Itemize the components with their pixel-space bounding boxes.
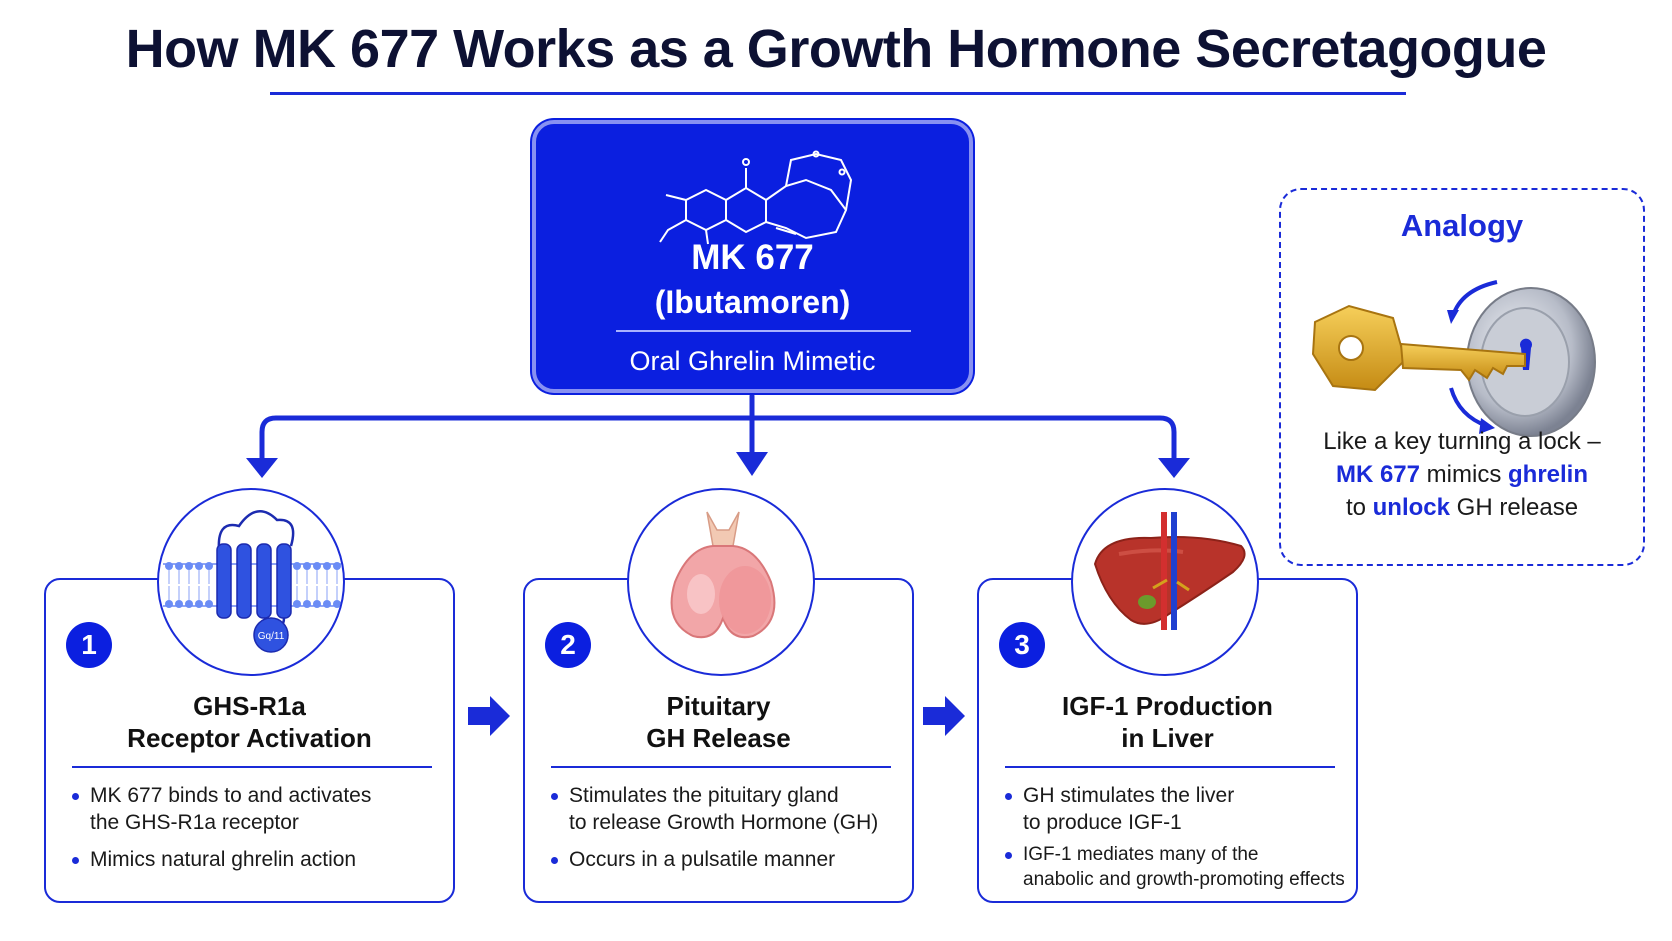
arrowhead-left xyxy=(246,458,278,478)
analogy-ghrelin-highlight: ghrelin xyxy=(1508,461,1589,488)
arrowhead-center xyxy=(736,452,768,476)
step-3-title-line2: in Liver xyxy=(1121,723,1214,753)
key-lock-icon xyxy=(1311,280,1596,437)
step-3-number-badge: 3 xyxy=(999,622,1045,668)
liver-icon xyxy=(1093,512,1246,630)
step-1-bullet-1-line2: the GHS-R1a receptor xyxy=(90,811,299,834)
step-3-card: 3 IGF-1 Production in Liver GH stimulate… xyxy=(977,578,1358,903)
step-1-illustration: Gq/11 xyxy=(157,488,345,676)
step-3-title-line1: IGF-1 Production xyxy=(1062,691,1273,721)
step-3-bullet-1-line2: to produce IGF-1 xyxy=(1023,811,1182,834)
step-1-bullet-1: MK 677 binds to and activates the GHS-R1… xyxy=(70,782,371,836)
analogy-box: Analogy Like a key turning a lock – MK 6… xyxy=(1279,188,1645,566)
step-1-card: 1 GHS-R1a Receptor Activation MK 677 bin… xyxy=(44,578,455,903)
step-3-bullet-2-line1: IGF-1 mediates many of the xyxy=(1023,844,1259,865)
analogy-line-2: MK 677 mimics ghrelin xyxy=(1281,461,1643,489)
compound-box: MK 677 (Ibutamoren) Oral Ghrelin Mimetic xyxy=(532,120,973,393)
arrowhead-right xyxy=(1158,458,1190,478)
analogy-mk677-highlight: MK 677 xyxy=(1335,461,1421,488)
title-underline xyxy=(270,92,1406,95)
step-2-title-line2: GH Release xyxy=(646,723,791,753)
analogy-mimics-text: mimics xyxy=(1420,461,1508,488)
step-3-illustration xyxy=(1071,488,1259,676)
step-2-bullet-2: Occurs in a pulsatile manner xyxy=(549,846,835,873)
step-2-bullet-1-line1: Stimulates the pituitary gland xyxy=(569,784,839,807)
step-1-bullet-2-line1: Mimics natural ghrelin action xyxy=(90,848,357,871)
molecule-structure-icon xyxy=(659,150,853,245)
step-1-divider xyxy=(72,766,432,768)
step-3-bullet-2: IGF-1 mediates many of the anabolic and … xyxy=(1003,842,1345,892)
analogy-to-text: to xyxy=(1345,494,1373,521)
analogy-line-3: to unlock GH release xyxy=(1281,494,1643,522)
step-1-bullet-1-line1: MK 677 binds to and activates xyxy=(90,784,372,807)
gq11-label: Gq/11 xyxy=(258,631,285,642)
step-3-bullet-1-line1: GH stimulates the liver xyxy=(1023,784,1235,807)
flow-arrow-1-2 xyxy=(468,696,510,736)
compound-subtitle: Oral Ghrelin Mimetic xyxy=(629,346,876,376)
compound-divider xyxy=(616,330,911,332)
step-2-title: Pituitary GH Release xyxy=(525,690,912,754)
step-3-divider xyxy=(1005,766,1335,768)
analogy-unlock-highlight: unlock xyxy=(1372,494,1450,521)
analogy-gh-release-text: GH release xyxy=(1449,494,1579,521)
step-2-illustration xyxy=(627,488,815,676)
step-2-bullet-2-line1: Occurs in a pulsatile manner xyxy=(569,848,836,871)
step-3-title: IGF-1 Production in Liver xyxy=(979,690,1356,754)
step-1-number-badge: 1 xyxy=(66,622,112,668)
analogy-line-1: Like a key turning a lock – xyxy=(1323,428,1601,455)
step-2-bullet-1: Stimulates the pituitary gland to releas… xyxy=(549,782,878,836)
step-1-bullet-2: Mimics natural ghrelin action xyxy=(70,846,356,873)
connector-horizontal xyxy=(259,415,1177,461)
analogy-heading: Analogy xyxy=(1400,208,1524,243)
step-1-title: GHS-R1a Receptor Activation xyxy=(46,690,453,754)
step-3-bullet-1: GH stimulates the liver to produce IGF-1 xyxy=(1003,782,1234,836)
step-1-title-line1: GHS-R1a xyxy=(193,691,306,721)
receptor-membrane-icon: Gq/11 xyxy=(163,510,343,653)
step-2-divider xyxy=(551,766,891,768)
compound-alias: (Ibutamoren) xyxy=(654,284,851,320)
flow-arrow-2-3 xyxy=(923,696,965,736)
step-2-title-line1: Pituitary xyxy=(666,691,771,721)
step-1-title-line2: Receptor Activation xyxy=(127,723,372,753)
step-2-number-badge: 2 xyxy=(545,622,591,668)
page-title: How MK 677 Works as a Growth Hormone Sec… xyxy=(125,19,1547,79)
pituitary-gland-icon xyxy=(670,511,776,639)
step-2-bullet-1-line2: to release Growth Hormone (GH) xyxy=(569,811,879,834)
step-3-bullet-2-line2: anabolic and growth-promoting effects xyxy=(1023,869,1345,890)
compound-name: MK 677 xyxy=(691,238,814,277)
